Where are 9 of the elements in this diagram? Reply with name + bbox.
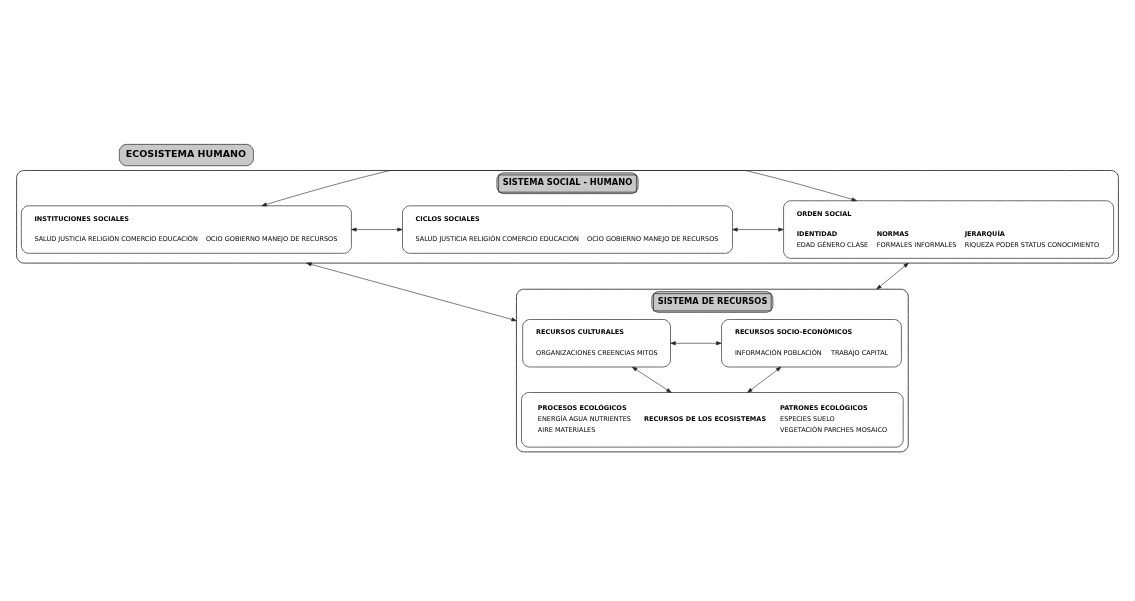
node-box: ECOSISTEMA HUMANO bbox=[119, 144, 254, 167]
arrow bbox=[876, 262, 909, 290]
arrow bbox=[732, 227, 784, 232]
arrow bbox=[670, 341, 722, 346]
arrow bbox=[747, 366, 782, 393]
arrow bbox=[261, 170, 857, 207]
arrow bbox=[306, 262, 517, 322]
arrow bbox=[631, 366, 672, 393]
arrow bbox=[351, 227, 403, 232]
